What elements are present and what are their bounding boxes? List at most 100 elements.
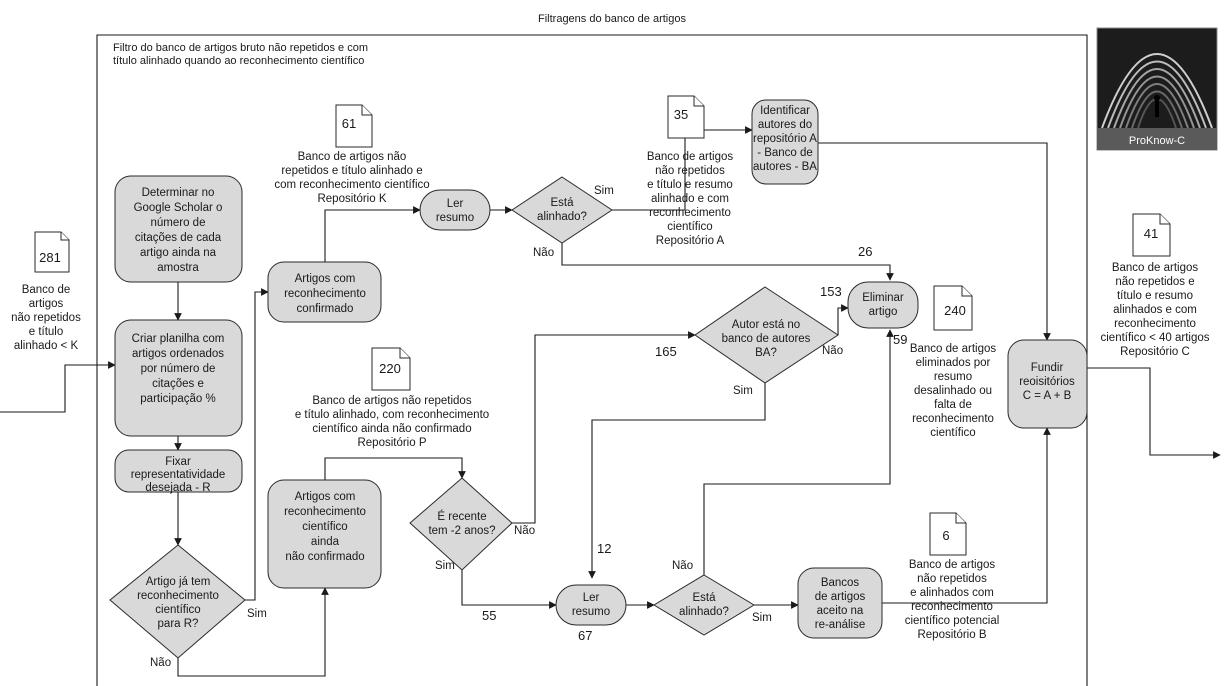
svg-text:Banco de artigos: Banco de artigos — [909, 559, 996, 571]
svg-text:desalinhado ou: desalinhado ou — [914, 385, 992, 397]
caption-61: Banco de artigos não repetidos e título … — [274, 151, 429, 205]
svg-text:por número de: por número de — [141, 363, 216, 375]
logo-label: ProKnow-C — [1129, 135, 1185, 147]
svg-text:Banco de: Banco de — [22, 284, 71, 296]
svg-text:Banco de artigos: Banco de artigos — [647, 151, 734, 163]
label-67: 67 — [578, 628, 592, 643]
svg-text:alinhados e com: alinhados e com — [1113, 304, 1197, 316]
svg-text:citações de cada: citações de cada — [135, 232, 222, 244]
svg-text:citações e: citações e — [152, 378, 204, 390]
document-61: 61 — [335, 104, 373, 148]
svg-text:É recente: É recente — [437, 510, 486, 523]
node-criar: Criar planilha com artigos ordenados por… — [114, 319, 243, 437]
edge-recente-nao — [512, 331, 696, 524]
svg-text:Ler: Ler — [583, 592, 600, 604]
edges — [0, 126, 1221, 677]
svg-text:Repositório B: Repositório B — [917, 629, 986, 641]
label-nao-alinhado2: Não — [672, 560, 693, 572]
svg-text:com reconhecimento científico: com reconhecimento científico — [274, 179, 429, 191]
svg-text:Eliminar: Eliminar — [862, 292, 904, 304]
svg-text:desejada - R: desejada - R — [145, 482, 210, 494]
svg-text:Fixar: Fixar — [165, 456, 191, 468]
svg-text:científico: científico — [155, 604, 200, 616]
node-bancos: Bancos de artigos aceito na re-análise — [797, 567, 883, 639]
label-sim-alinhado1: Sim — [594, 185, 614, 197]
svg-text:240: 240 — [944, 303, 966, 318]
svg-text:Repositório K: Repositório K — [317, 193, 386, 205]
svg-text:científico: científico — [667, 221, 712, 233]
svg-text:35: 35 — [674, 107, 688, 122]
svg-text:Está: Está — [692, 592, 716, 604]
svg-text:não repetidos: não repetidos — [11, 312, 81, 324]
label-12: 12 — [597, 541, 611, 556]
label-59: 59 — [893, 332, 907, 347]
node-alinhado-2: Está alinhado? — [653, 574, 755, 636]
svg-text:autores do: autores do — [758, 119, 812, 131]
svg-text:alinhado?: alinhado? — [537, 211, 587, 223]
edge-nao-confirmado-recente — [324, 457, 466, 480]
svg-text:re-análise: re-análise — [815, 619, 866, 631]
svg-text:não repetidos e: não repetidos e — [1115, 276, 1194, 288]
svg-text:reoisitórios: reoisitórios — [1019, 376, 1075, 388]
svg-text:resumo: resumo — [572, 606, 610, 618]
svg-text:alinhado < K: alinhado < K — [14, 340, 79, 352]
document-281: 281 — [34, 231, 70, 273]
edge-autor-sim — [588, 383, 766, 579]
svg-text:representatividade: representatividade — [131, 469, 226, 481]
svg-text:não confirmado: não confirmado — [285, 551, 364, 563]
edge-identificar-fundir — [818, 142, 1051, 341]
svg-text:Ler: Ler — [447, 198, 464, 210]
svg-text:não repetidos: não repetidos — [917, 573, 987, 585]
svg-text:autores - BA: autores - BA — [753, 161, 817, 173]
svg-text:Artigo já tem: Artigo já tem — [146, 576, 211, 588]
document-35: 35 — [667, 95, 705, 139]
svg-text:Repositório P: Repositório P — [357, 437, 426, 449]
edge-artigo-ja-nao — [177, 587, 329, 677]
svg-text:eliminados por: eliminados por — [916, 357, 991, 369]
edge-recente-sim — [461, 570, 557, 609]
svg-text:Google Scholar o: Google Scholar o — [134, 202, 223, 214]
svg-text:repositório A: repositório A — [753, 133, 817, 145]
node-autor: Autor está no banco de autores BA? — [694, 286, 839, 384]
svg-text:Bancos: Bancos — [821, 577, 860, 589]
svg-text:C = A + B: C = A + B — [1023, 390, 1072, 402]
node-fixar: Fixar representatividade desejada - R — [114, 449, 243, 494]
node-eliminar: Eliminar artigo — [847, 281, 919, 329]
label-nao-artigo-ja: Não — [150, 657, 171, 669]
node-alinhado-1: Está alinhado? — [511, 176, 613, 244]
edge-autor-nao — [837, 304, 849, 335]
node-fundir: Fundir reoisitórios C = A + B — [1007, 339, 1088, 429]
frame-label-line-2: título alinhado quando ao reconhecimento… — [113, 55, 364, 67]
svg-text:Banco de artigos não repetidos: Banco de artigos não repetidos — [312, 395, 471, 407]
svg-text:Banco de artigos não: Banco de artigos não — [298, 151, 407, 163]
svg-text:41: 41 — [1144, 226, 1158, 241]
svg-text:Criar planilha com: Criar planilha com — [132, 333, 225, 345]
svg-text:artigo: artigo — [869, 306, 898, 318]
svg-text:de artigos: de artigos — [815, 591, 866, 603]
edge-labels: Sim Não 26 153 165 Não 59 Sim Não Sim 12… — [150, 185, 907, 669]
caption-281: Banco de artigos não repetidos e título … — [11, 284, 81, 352]
svg-text:reconhecimento: reconhecimento — [912, 413, 994, 425]
svg-text:científico potencial: científico potencial — [905, 615, 1000, 627]
label-nao-alinhado1: Não — [533, 247, 554, 259]
svg-text:Autor está no: Autor está no — [732, 319, 800, 331]
svg-text:aceito na: aceito na — [817, 605, 864, 617]
frame-label-line-1: Filtro do banco de artigos bruto não rep… — [113, 42, 368, 54]
svg-text:repetidos e título alinhado e: repetidos e título alinhado e — [281, 165, 422, 177]
svg-text:- Banco de: - Banco de — [757, 147, 813, 159]
label-sim-autor: Sim — [733, 385, 753, 397]
svg-text:amostra: amostra — [157, 262, 199, 274]
svg-text:tem -2 anos?: tem -2 anos? — [428, 525, 495, 537]
svg-text:Banco de artigos: Banco de artigos — [1112, 262, 1199, 274]
svg-text:reconhecimento: reconhecimento — [1114, 318, 1196, 330]
svg-text:Está: Está — [550, 197, 574, 209]
svg-text:BA?: BA? — [755, 347, 777, 359]
node-determinar: Determinar no Google Scholar o número de… — [114, 175, 243, 283]
svg-text:Repositório C: Repositório C — [1120, 346, 1190, 358]
caption-35: Banco de artigos não repetidos e título … — [647, 151, 734, 247]
svg-text:título e resumo: título e resumo — [1117, 290, 1193, 302]
svg-text:banco de autores: banco de autores — [722, 333, 811, 345]
svg-text:ainda: ainda — [311, 536, 340, 548]
edge-alinhado1-nao — [561, 243, 894, 281]
